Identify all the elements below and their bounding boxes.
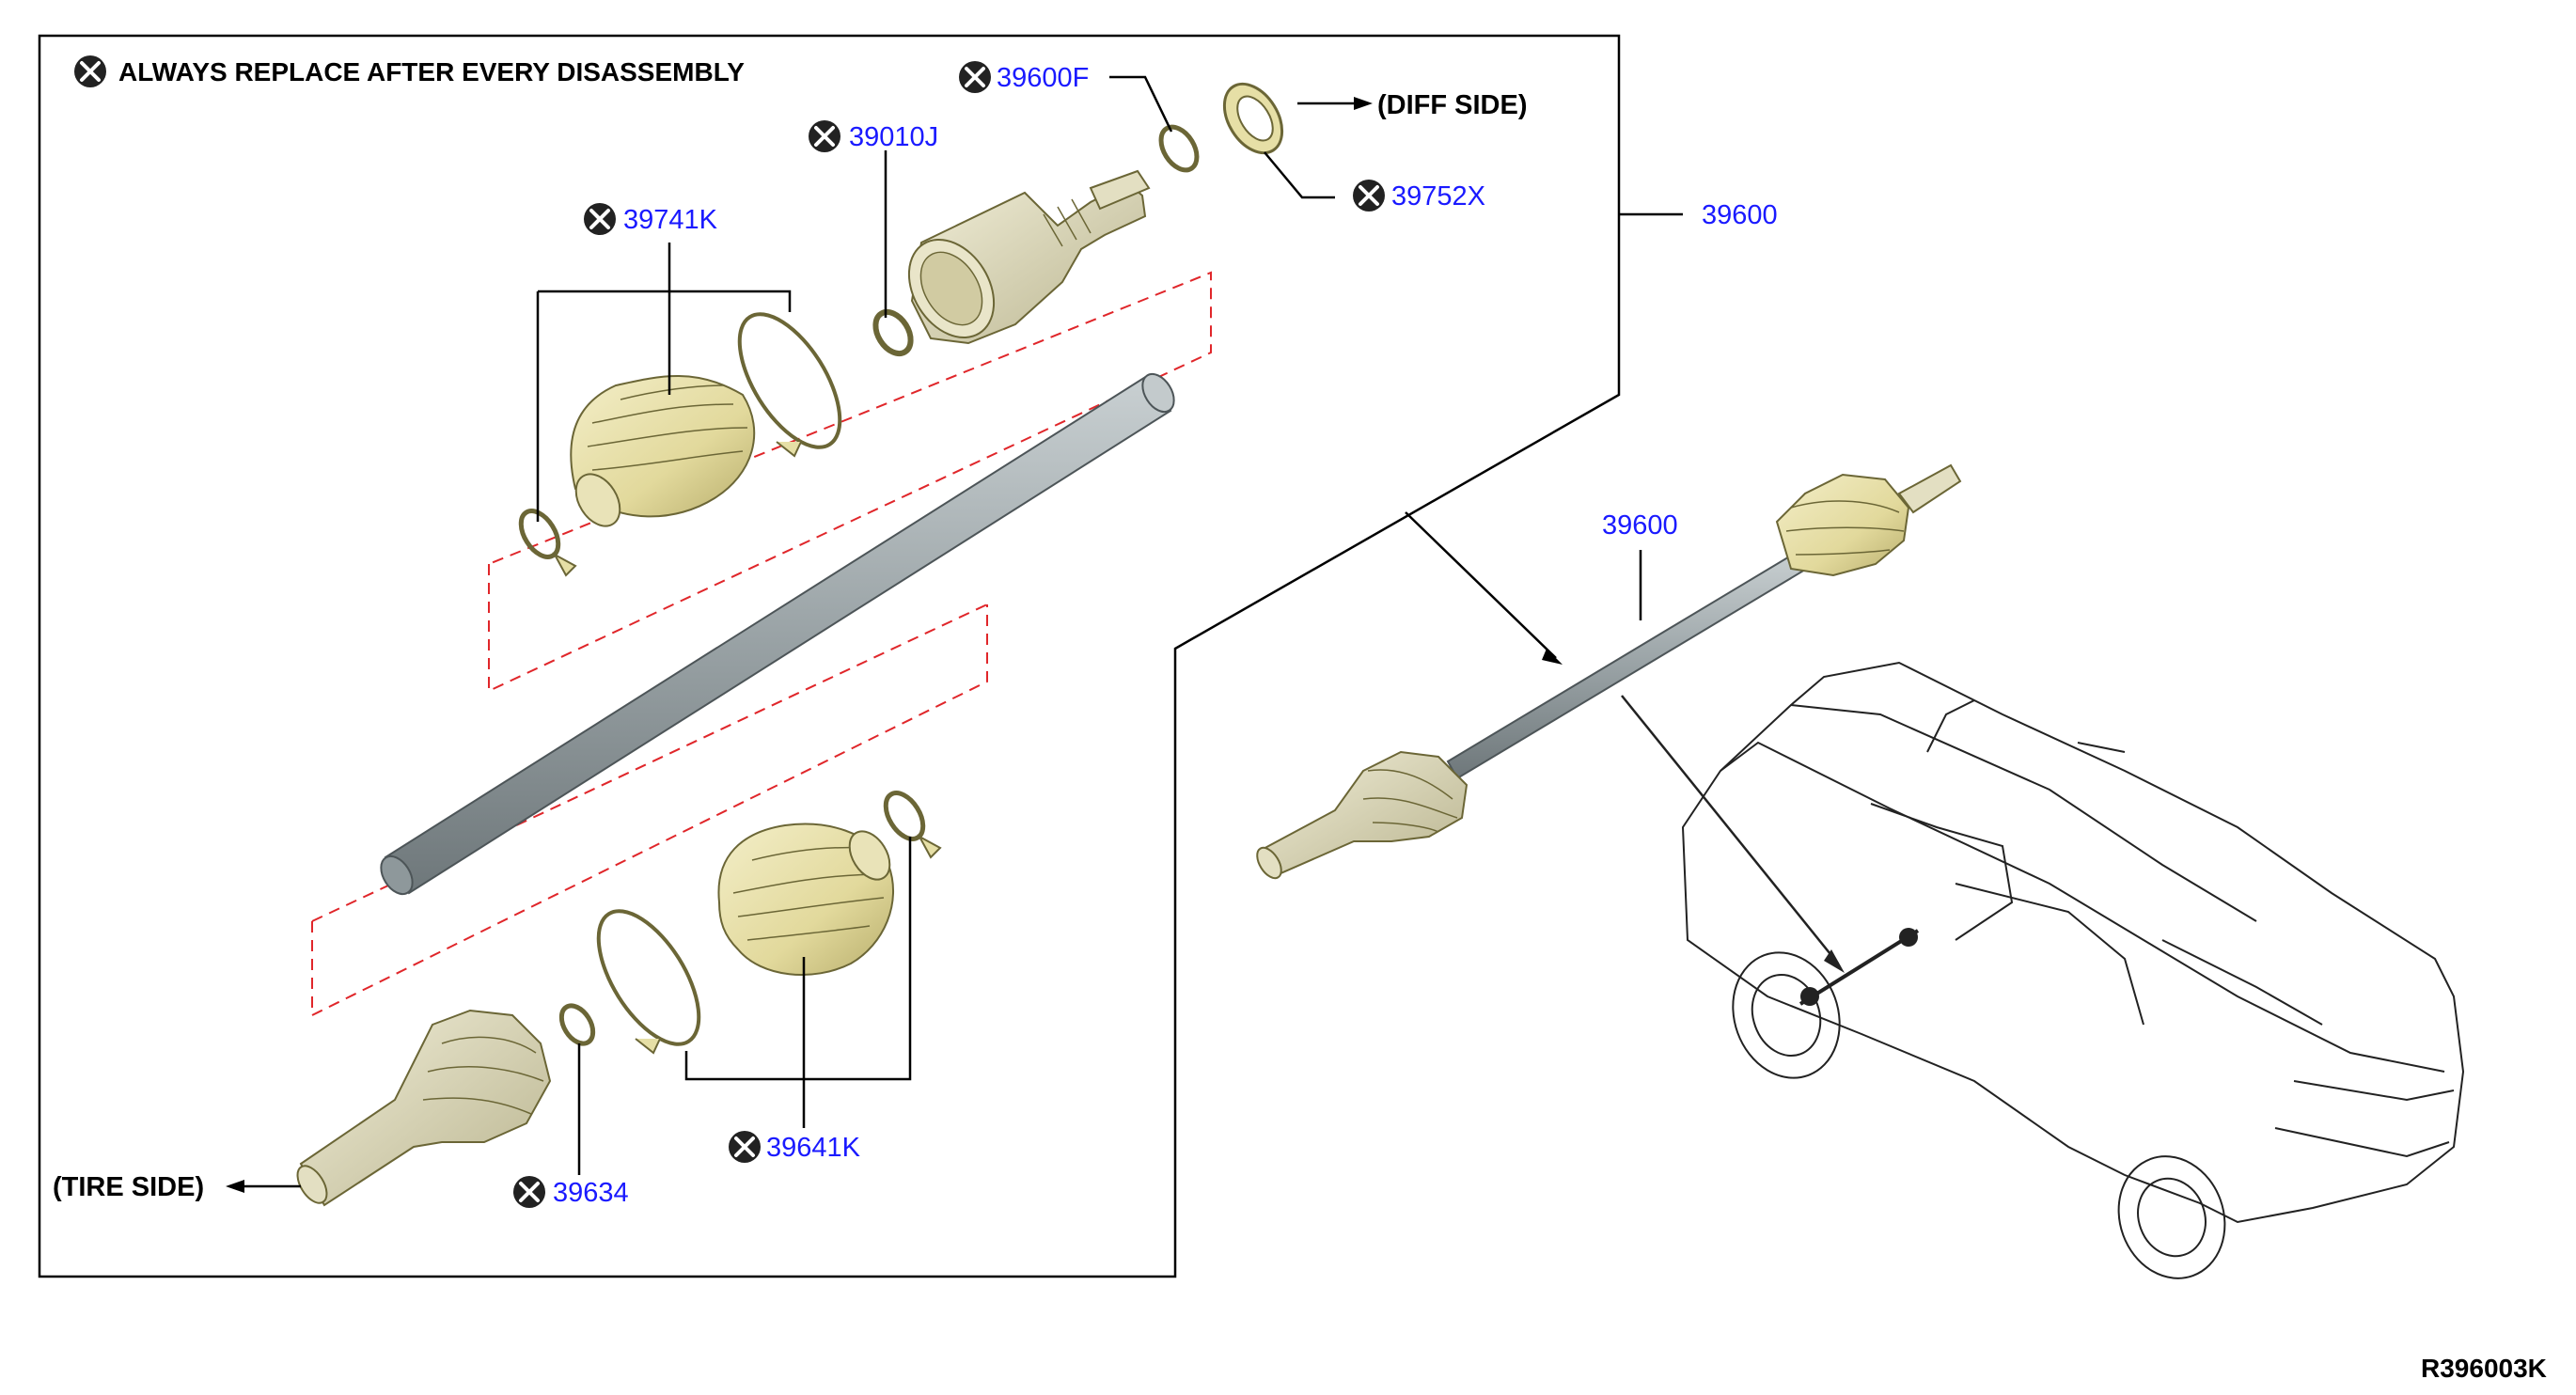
x-circle-icon: [807, 118, 842, 154]
figure-code: R396003K: [2421, 1354, 2547, 1383]
callout-39010J: 39010J: [807, 118, 938, 154]
circlip-39634: [558, 1003, 596, 1046]
vehicle-illustration: [1681, 661, 2465, 1279]
part-number-39641K: 39641K: [766, 1133, 861, 1163]
callout-39741K: 39741K: [582, 201, 718, 237]
inboard-joint-housing: [907, 169, 1151, 345]
boot-band-small-upper: [518, 509, 577, 577]
outboard-joint: [296, 1009, 552, 1207]
boot-outboard-39641K: [717, 823, 894, 976]
tire-side-label: (TIRE SIDE): [53, 1172, 204, 1202]
part-number-39010J: 39010J: [849, 122, 938, 152]
part-number-39752X: 39752X: [1391, 181, 1485, 212]
x-circle-icon: [957, 59, 993, 95]
seal-39752X: [1222, 82, 1284, 155]
exploded-view-frame: [38, 34, 1621, 1278]
leader-lines: [244, 75, 1683, 1188]
assembly-guide-lines: [311, 271, 1212, 1017]
x-circle-icon: [511, 1174, 547, 1210]
boot-inboard-39741K: [570, 375, 756, 527]
callout-39600F: 39600F: [957, 59, 1089, 95]
x-circle-icon: [72, 54, 108, 89]
assembled-drive-shaft: [1256, 463, 1962, 880]
part-number-39600-shaft: 39600: [1602, 510, 1678, 541]
replace-note-text: ALWAYS REPLACE AFTER EVERY DISASSEMBLY: [118, 57, 745, 86]
boot-band-large-upper: [737, 312, 842, 458]
diff-side-arrowhead: [1354, 97, 1373, 110]
frame-arrowhead: [1542, 649, 1563, 665]
axle-shaft: [380, 372, 1175, 896]
callout-39752X: 39752X: [1351, 178, 1485, 213]
boot-band-small-lower: [883, 791, 942, 859]
vehicle-axle-highlight: [1621, 695, 1920, 1006]
replace-note: ALWAYS REPLACE AFTER EVERY DISASSEMBLY: [72, 54, 745, 89]
x-circle-icon: [582, 201, 618, 237]
callout-39634: 39634: [511, 1174, 629, 1210]
boot-band-large-lower: [596, 909, 701, 1055]
x-circle-icon: [727, 1129, 762, 1165]
diff-side-label: (DIFF SIDE): [1377, 90, 1528, 120]
part-number-39600F: 39600F: [997, 63, 1089, 93]
part-number-39600-assembly: 39600: [1702, 200, 1778, 230]
tire-side-arrowhead: [226, 1180, 244, 1193]
x-circle-icon: [1351, 178, 1387, 213]
snap-ring-39010J: [872, 308, 914, 357]
part-number-39634: 39634: [553, 1178, 629, 1208]
part-number-39741K: 39741K: [623, 205, 718, 235]
callout-39641K: 39641K: [727, 1129, 861, 1165]
circlip-39600F: [1158, 124, 1200, 173]
